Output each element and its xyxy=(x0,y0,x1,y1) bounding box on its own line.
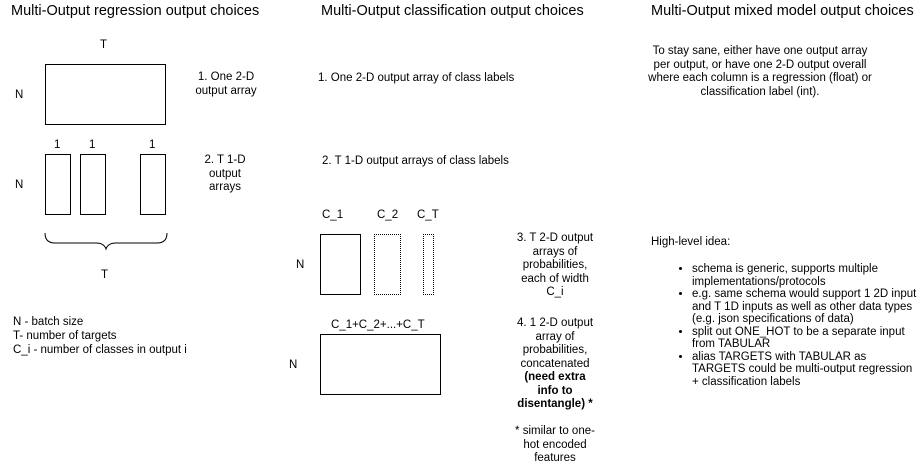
dim-n-label: N xyxy=(289,359,298,371)
regression-option-2: 2. T 1-D output arrays xyxy=(204,154,246,193)
dim-t-top-label: T xyxy=(100,39,108,51)
idea-item: alias TARGETS with TABULAR as TARGETS co… xyxy=(692,351,920,389)
classification-option-1: 1. One 2-D output array of class labels xyxy=(318,72,515,84)
regression-header: Multi-Output regression output choices xyxy=(11,3,260,19)
mixed-description: To stay sane, either have one output arr… xyxy=(648,45,872,98)
classification-option-4: 4. 1 2-D output array of probabilities, … xyxy=(505,317,605,412)
classification-option-2: 2. T 1-D output arrays of class labels xyxy=(322,155,509,167)
concatenated-array-box xyxy=(320,334,441,395)
dim-t-bottom-label: T xyxy=(101,269,109,281)
high-level-idea-heading: High-level idea: xyxy=(651,236,731,248)
class-count-label: C_T xyxy=(417,209,439,221)
regression-1d-array-box xyxy=(45,154,71,215)
idea-list: schema is generic, supports multiple imp… xyxy=(676,263,920,388)
curly-brace xyxy=(44,232,168,251)
legend-num-targets: T- number of targets xyxy=(13,330,117,342)
width-one-label: 1 xyxy=(89,139,96,151)
mixed-header: Multi-Output mixed model output choices xyxy=(651,3,914,19)
dim-n-label: N xyxy=(296,259,305,271)
idea-item: split out ONE_HOT to be a separate input… xyxy=(692,326,920,351)
classification-header: Multi-Output classification output choic… xyxy=(321,3,584,19)
legend-num-classes: C_i - number of classes in output i xyxy=(13,344,187,356)
legend-batch-size: N - batch size xyxy=(13,316,84,328)
class-count-label: C_2 xyxy=(377,209,399,221)
regression-1d-array-box xyxy=(140,154,166,215)
classification-option-3: 3. T 2-D output arrays of probabilities,… xyxy=(516,232,594,298)
class-count-label: C_1 xyxy=(322,209,344,221)
idea-item: schema is generic, supports multiple imp… xyxy=(692,263,920,288)
regression-option-1: 1. One 2-D output array xyxy=(195,71,257,97)
dim-n-label: N xyxy=(15,89,24,101)
regression-2d-array-box xyxy=(45,64,166,125)
footnote: * similar to one- hot encoded features xyxy=(515,425,595,464)
option-4-note: (need extra info to disentangle) * xyxy=(517,371,593,410)
probability-array-box xyxy=(374,234,401,295)
regression-1d-array-box xyxy=(80,154,106,215)
idea-item: e.g. same schema would support 1 2D inpu… xyxy=(692,288,920,326)
probability-array-box xyxy=(423,234,434,295)
width-one-label: 1 xyxy=(54,139,61,151)
dim-n-label: N xyxy=(15,179,24,191)
width-one-label: 1 xyxy=(149,139,156,151)
option-4-text: 4. 1 2-D output array of probabilities, … xyxy=(516,317,594,370)
concat-width-label: C_1+C_2+...+C_T xyxy=(331,319,425,331)
probability-array-box xyxy=(320,234,361,295)
